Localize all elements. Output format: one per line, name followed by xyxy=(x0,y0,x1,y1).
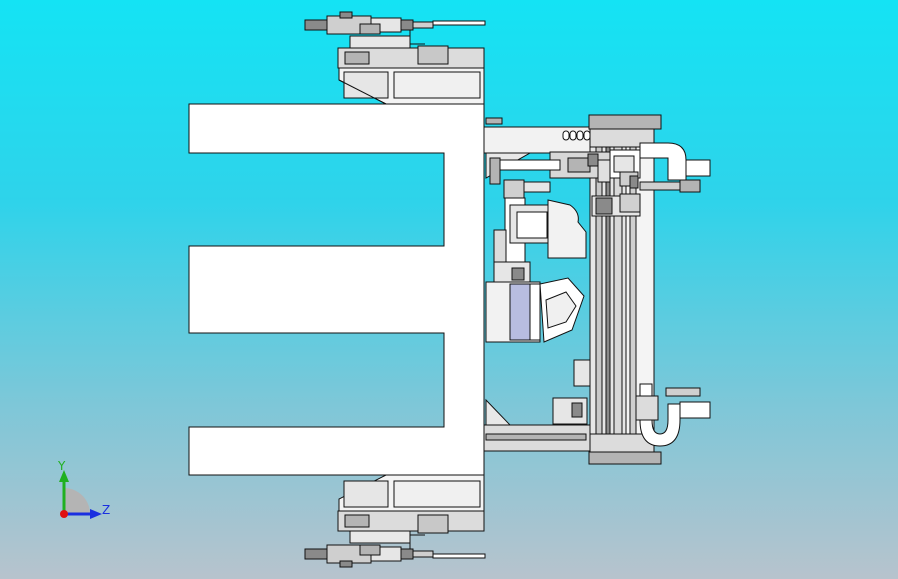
triad-origin xyxy=(60,510,68,518)
view-orientation-triad-icon xyxy=(59,470,102,519)
triad-z-label: Z xyxy=(102,503,111,517)
bottom-cylinder xyxy=(304,534,486,568)
center-mechanism xyxy=(485,157,587,343)
bottom-bracket xyxy=(337,474,485,544)
rail-fittings xyxy=(587,153,639,189)
lower-gripper-head xyxy=(573,359,711,447)
comb-frame xyxy=(188,103,485,476)
top-bracket xyxy=(337,35,485,105)
triad-z-arrow xyxy=(90,509,102,519)
vertical-rail xyxy=(588,114,662,465)
triad-y-arrow xyxy=(59,470,69,482)
lower-beam xyxy=(483,397,591,452)
triad-y-label: Y xyxy=(58,459,66,473)
top-cylinder xyxy=(304,11,486,45)
